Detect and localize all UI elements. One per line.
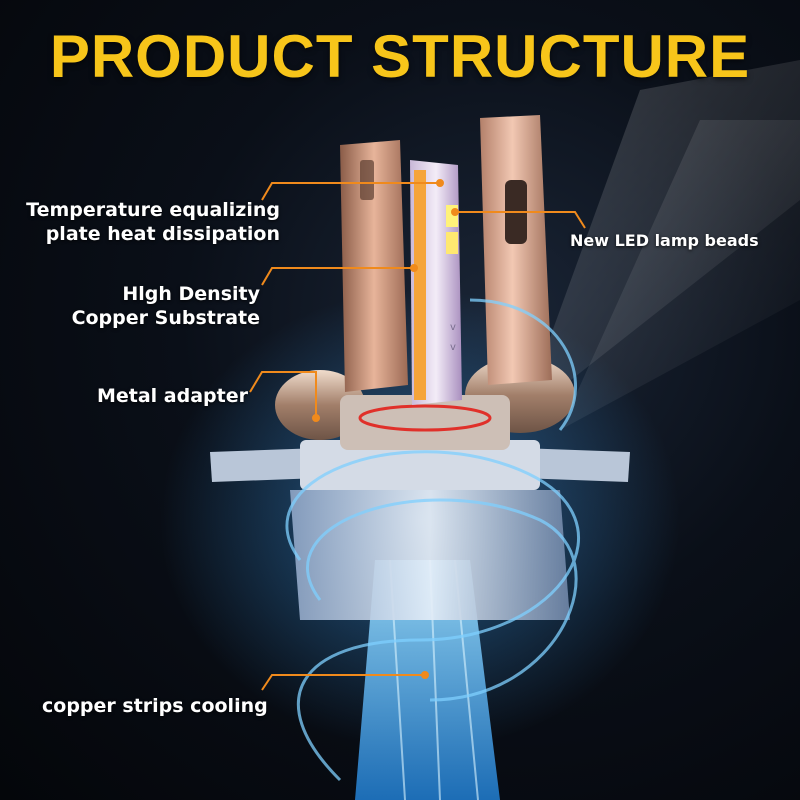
label-temperature-line2: plate heat dissipation [45, 223, 280, 245]
label-copper-substrate: Hlgh Density Copper Substrate [20, 282, 260, 330]
blue-swirl [285, 298, 581, 782]
svg-text:v: v [450, 342, 456, 353]
label-copper-strips: copper strips cooling [42, 695, 268, 717]
label-metal-adapter: Metal adapter [96, 385, 248, 407]
page-title: PRODUCT STRUCTURE [49, 23, 751, 90]
svg-text:v: v [450, 322, 456, 333]
label-copper-line2: Copper Substrate [71, 307, 260, 329]
callout-copper [261, 267, 414, 286]
bulb-base [210, 440, 630, 620]
label-copper-line1: Hlgh Density [122, 283, 260, 305]
label-led-beads: New LED lamp beads [570, 231, 759, 250]
callout-adapter [249, 371, 317, 418]
label-temperature-line1: Temperature equalizing [26, 199, 280, 221]
callout-temperature [261, 182, 440, 201]
label-temperature-plate: Temperature equalizing plate heat dissip… [20, 198, 280, 246]
callout-lines [249, 179, 586, 691]
light-beams [520, 60, 800, 430]
callout-led [455, 211, 586, 229]
led-plate: v v [410, 160, 462, 405]
callout-strips [261, 674, 425, 691]
